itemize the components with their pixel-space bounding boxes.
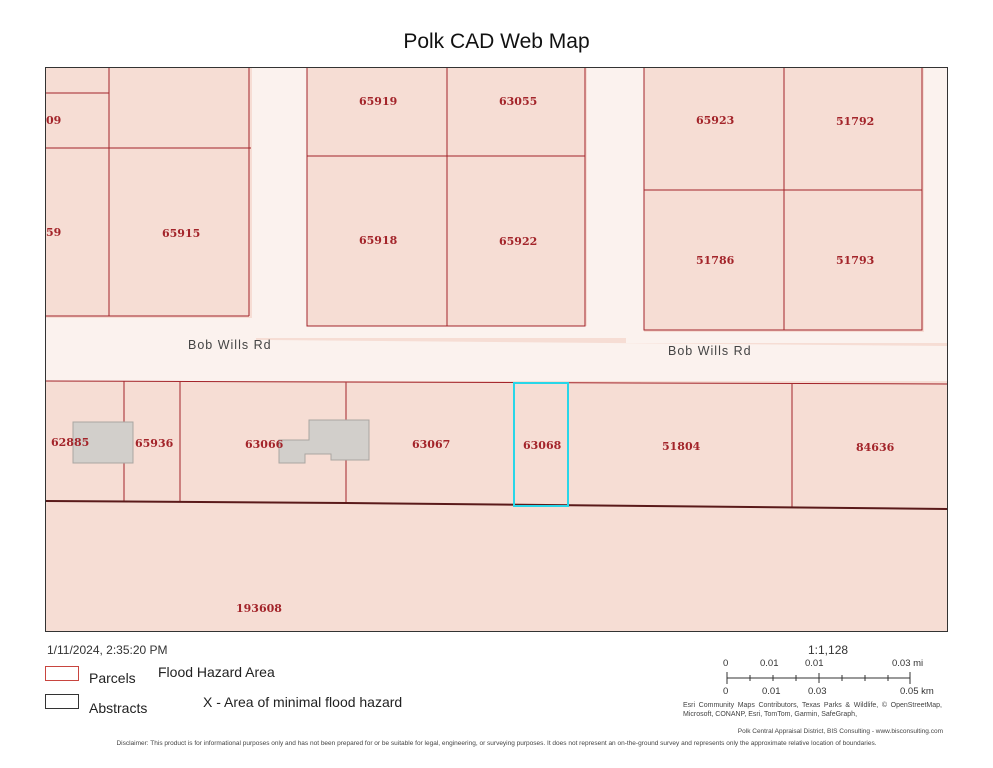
scale-km-label: 0.05 km bbox=[900, 686, 934, 697]
map-view[interactable]: Bob Wills Rd Bob Wills Rd 09 65915 65919… bbox=[45, 67, 948, 632]
parcel-label: 51792 bbox=[836, 115, 874, 128]
parcel-label: 63068 bbox=[523, 439, 562, 452]
parcel-label: 65922 bbox=[499, 235, 537, 248]
parcel-label: 65936 bbox=[135, 437, 174, 450]
legend-flood-item: X - Area of minimal flood hazard bbox=[203, 694, 403, 710]
abstracts-swatch bbox=[45, 694, 79, 709]
scale-km-label: 0 bbox=[723, 686, 729, 697]
parcel-label: 63066 bbox=[245, 438, 284, 451]
legend-abstracts-label: Abstracts bbox=[89, 700, 148, 716]
block-west bbox=[46, 68, 251, 318]
parcel-boundary bbox=[643, 68, 923, 331]
scale-mi-label: 0 bbox=[723, 658, 729, 669]
parcel-label: 51804 bbox=[662, 440, 701, 453]
scale-mi-label: 0.01 bbox=[760, 658, 779, 669]
parcel-label: 62885 bbox=[51, 436, 89, 449]
parcel-label: 51793 bbox=[836, 254, 874, 267]
scale-ratio: 1:1,128 bbox=[808, 643, 849, 657]
building-footprint bbox=[278, 419, 370, 464]
road bbox=[46, 338, 947, 386]
parcel-label: 51786 bbox=[696, 254, 735, 267]
block-margin bbox=[252, 68, 288, 338]
disclaimer: Disclaimer: This product is for informat… bbox=[116, 740, 877, 747]
map-canvas[interactable]: Bob Wills Rd Bob Wills Rd 09 65915 65919… bbox=[46, 68, 948, 632]
map-title: Polk CAD Web Map bbox=[403, 30, 590, 53]
building-footprint bbox=[72, 421, 134, 464]
block-south bbox=[46, 381, 947, 631]
parcel-label: 65919 bbox=[359, 95, 397, 108]
parcel-label: 65918 bbox=[359, 234, 398, 247]
print-timestamp: 1/11/2024, 2:35:20 PM bbox=[47, 643, 168, 657]
scale-mi-label: 0.01 bbox=[805, 658, 824, 669]
parcel-label: 65923 bbox=[696, 114, 734, 127]
scale-bar bbox=[726, 672, 911, 684]
scale-mi-label: 0.03 mi bbox=[892, 658, 924, 669]
scale-km-label: 0.03 bbox=[808, 686, 827, 697]
block-margin bbox=[46, 318, 256, 340]
scale-km-label: 0.01 bbox=[762, 686, 781, 697]
road-label: Bob Wills Rd bbox=[668, 344, 752, 358]
abstract-boundary bbox=[46, 500, 947, 510]
legend-flood-title: Flood Hazard Area bbox=[158, 664, 275, 680]
legend-parcels-label: Parcels bbox=[89, 670, 136, 686]
parcels-swatch bbox=[45, 666, 79, 681]
parcel-boundary bbox=[306, 68, 586, 327]
parcel-label: 59 bbox=[46, 226, 61, 239]
parcel-label: 09 bbox=[46, 114, 61, 127]
parcel-label: 65915 bbox=[162, 227, 200, 240]
block-margin bbox=[608, 68, 626, 338]
parcel-boundary bbox=[46, 68, 251, 317]
selected-parcel bbox=[513, 382, 569, 507]
parcel-label: 193608 bbox=[236, 602, 282, 615]
map-credits: Polk Central Appraisal District, BIS Con… bbox=[737, 728, 943, 735]
road-label: Bob Wills Rd bbox=[188, 338, 272, 352]
parcel-label: 63067 bbox=[412, 438, 450, 451]
parcel-label: 84636 bbox=[856, 441, 895, 454]
map-attribution: Esri Community Maps Contributors, Texas … bbox=[683, 702, 942, 718]
parcel-label: 63055 bbox=[499, 95, 537, 108]
